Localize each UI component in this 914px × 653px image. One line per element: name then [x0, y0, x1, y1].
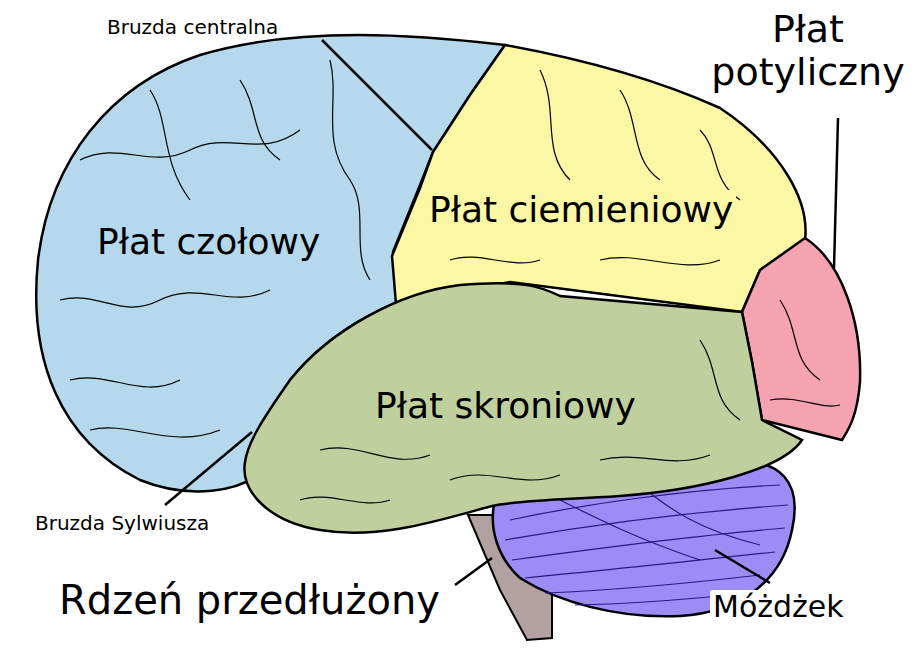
part-label: Móżdżek: [710, 590, 847, 624]
sulcus-label: Bruzda Sylwiusza: [32, 512, 212, 534]
lobe-label: Płat ciemieniowy: [426, 190, 736, 230]
lobe-label: Płat czołowy: [94, 222, 323, 262]
lobe-label: Płat skroniowy: [372, 386, 639, 426]
cerebellum-folia: [505, 485, 788, 605]
sulcus-label: Bruzda centralna: [104, 16, 281, 38]
lobe-boundary: [510, 282, 742, 312]
gyri-lines: [60, 60, 840, 503]
part-label: Rdzeń przedłużony: [56, 578, 443, 623]
temporal-lobe: [244, 283, 802, 532]
leader-lines: [165, 40, 838, 585]
lobe-label: Płat potyliczny: [708, 8, 908, 93]
